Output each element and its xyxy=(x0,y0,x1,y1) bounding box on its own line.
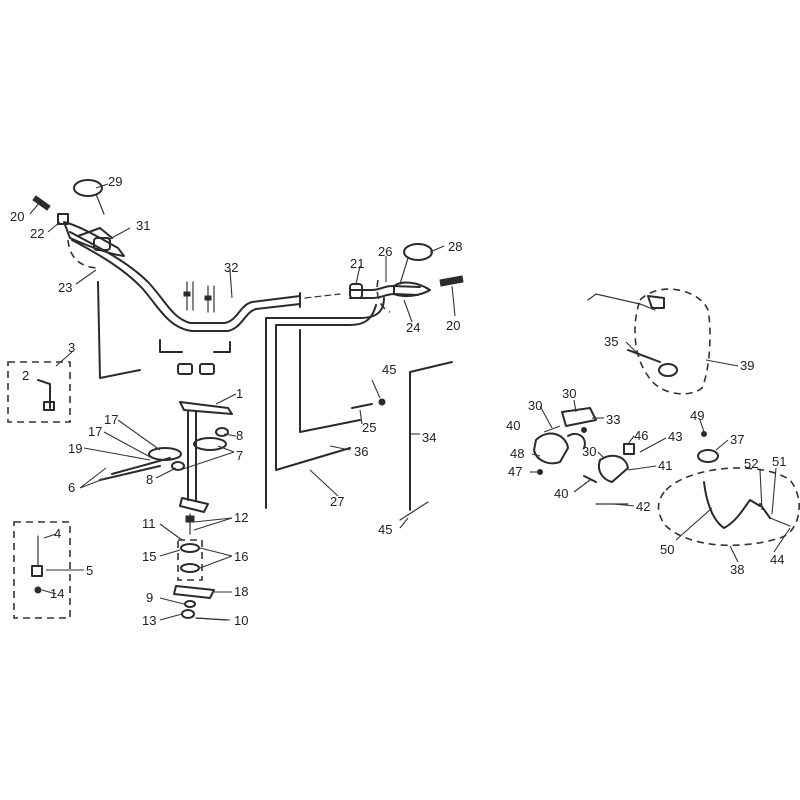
cable-group-39 xyxy=(587,288,711,395)
callout-33: 33 xyxy=(606,412,620,427)
callout-44: 44 xyxy=(770,552,784,567)
callout-36: 36 xyxy=(354,444,368,459)
callout-34: 34 xyxy=(422,430,436,445)
callout-8-right: 8 xyxy=(236,428,243,443)
callout-7: 7 xyxy=(236,448,243,463)
handlebar-clamp-bolts xyxy=(159,281,231,375)
callout-15: 15 xyxy=(142,549,156,564)
callout-numbers: 29 20 22 31 23 32 21 26 28 24 20 3 2 1 4… xyxy=(10,174,786,628)
callout-49: 49 xyxy=(690,408,704,423)
callout-38: 38 xyxy=(730,562,744,577)
callout-47: 47 xyxy=(508,464,522,479)
callout-16: 16 xyxy=(234,549,248,564)
leader-lines xyxy=(29,183,791,621)
callout-4: 4 xyxy=(54,526,61,541)
callout-18: 18 xyxy=(234,584,248,599)
callout-26: 26 xyxy=(378,244,392,259)
callout-11: 11 xyxy=(142,516,156,531)
callout-3: 3 xyxy=(68,340,75,355)
callout-46: 46 xyxy=(634,428,648,443)
handlebar-assembly xyxy=(32,179,464,521)
callout-50: 50 xyxy=(660,542,674,557)
callout-30-left: 30 xyxy=(528,398,542,413)
callout-48: 48 xyxy=(510,446,524,461)
callout-30-bottom: 30 xyxy=(582,444,596,459)
callout-45-top: 45 xyxy=(382,362,396,377)
cable-group-38 xyxy=(657,467,800,547)
callout-23: 23 xyxy=(58,280,72,295)
callout-9: 9 xyxy=(146,590,153,605)
callout-20-right: 20 xyxy=(446,318,460,333)
callout-21: 21 xyxy=(350,256,364,271)
callout-41: 41 xyxy=(658,458,672,473)
callout-43: 43 xyxy=(668,429,682,444)
callout-8-left: 8 xyxy=(146,472,153,487)
callout-19: 19 xyxy=(68,441,82,456)
callout-10: 10 xyxy=(234,613,248,628)
callout-20-left: 20 xyxy=(10,209,24,224)
callout-1: 1 xyxy=(236,386,243,401)
callout-28: 28 xyxy=(448,239,462,254)
callout-5: 5 xyxy=(86,563,93,578)
callout-27: 27 xyxy=(330,494,344,509)
callout-29: 29 xyxy=(108,174,122,189)
callout-2: 2 xyxy=(22,368,29,383)
inset-box-3 xyxy=(7,361,71,423)
callout-12: 12 xyxy=(234,510,248,525)
callout-52: 52 xyxy=(744,456,758,471)
callout-13: 13 xyxy=(142,613,156,628)
callout-14: 14 xyxy=(50,586,64,601)
callout-39: 39 xyxy=(740,358,754,373)
inset-box-5 xyxy=(13,521,71,619)
callout-51: 51 xyxy=(772,454,786,469)
callout-24: 24 xyxy=(406,320,420,335)
callout-40-bottom: 40 xyxy=(554,486,568,501)
callout-32: 32 xyxy=(224,260,238,275)
callout-22: 22 xyxy=(30,226,44,241)
callout-17-lower: 17 xyxy=(88,424,102,439)
callout-31: 31 xyxy=(136,218,150,233)
callout-6: 6 xyxy=(68,480,75,495)
callout-37: 37 xyxy=(730,432,744,447)
callout-25: 25 xyxy=(362,420,376,435)
callout-35: 35 xyxy=(604,334,618,349)
callout-40-top: 40 xyxy=(506,418,520,433)
steering-column xyxy=(99,401,233,621)
callout-45-bottom: 45 xyxy=(378,522,392,537)
callout-42: 42 xyxy=(636,499,650,514)
callout-17-upper: 17 xyxy=(104,412,118,427)
callout-30-top: 30 xyxy=(562,386,576,401)
